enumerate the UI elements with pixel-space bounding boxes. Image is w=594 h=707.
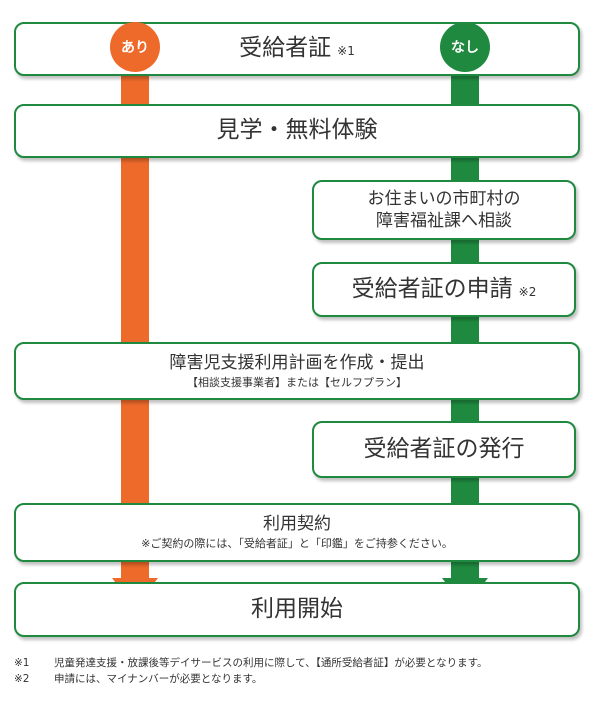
step-start-use: 利用開始	[14, 582, 580, 637]
nashi-label: なし	[451, 40, 479, 56]
step-support-plan-text: 障害児支援利用計画を作成・提出	[169, 352, 425, 373]
step-support-plan-sub: 【相談支援事業者】または【セルフプラン】	[187, 375, 407, 389]
footnote-2-mark: ※2	[14, 673, 30, 685]
footnote-1-mark: ※1	[14, 657, 30, 669]
step-certificate-text: 受給者証	[239, 35, 332, 62]
step-consult-welfare-office: お住まいの市町村の 障害福祉課へ相談	[312, 180, 576, 240]
step-issue-text: 受給者証の発行	[363, 435, 525, 462]
step-consult-line1: お住まいの市町村の	[367, 188, 521, 209]
nashi-badge: なし	[440, 22, 490, 72]
footnote-2: ※2 申請には、マイナンバーが必要となります。	[14, 671, 584, 687]
step-certificate-note: ※1	[337, 44, 355, 59]
footnotes: ※1 児童発達支援・放課後等デイサービスの利用に際して、【通所受給者証】が必要と…	[14, 655, 584, 687]
ari-label: あり	[121, 40, 149, 56]
footnote-1-text: 児童発達支援・放課後等デイサービスの利用に際して、【通所受給者証】が必要となりま…	[54, 657, 488, 669]
step-apply-certificate: 受給者証の申請 ※2	[312, 262, 576, 317]
step-consult-line2: 障害福祉課へ相談	[376, 211, 512, 231]
ari-badge: あり	[110, 22, 160, 72]
step-apply-text: 受給者証の申請	[351, 275, 513, 302]
footnote-2-text: 申請には、マイナンバーが必要となります。	[54, 673, 263, 685]
step-tour-trial: 見学・無料体験	[14, 104, 580, 158]
step-contract: 利用契約 ※ご契約の際には、「受給者証」と「印鑑」をご持参ください。	[14, 503, 580, 562]
step-start-text: 利用開始	[251, 595, 343, 622]
step-certificate: 受給者証 ※1	[14, 22, 580, 76]
step-support-plan: 障害児支援利用計画を作成・提出 【相談支援事業者】または【セルフプラン】	[14, 342, 580, 400]
step-contract-text: 利用契約	[263, 514, 331, 535]
step-contract-sub: ※ご契約の際には、「受給者証」と「印鑑」をご持参ください。	[141, 537, 453, 551]
step-apply-note: ※2	[518, 284, 537, 299]
step-issue-certificate: 受給者証の発行	[312, 421, 576, 478]
footnote-1: ※1 児童発達支援・放課後等デイサービスの利用に際して、【通所受給者証】が必要と…	[14, 655, 584, 671]
step-tour-trial-text: 見学・無料体験	[216, 117, 378, 144]
